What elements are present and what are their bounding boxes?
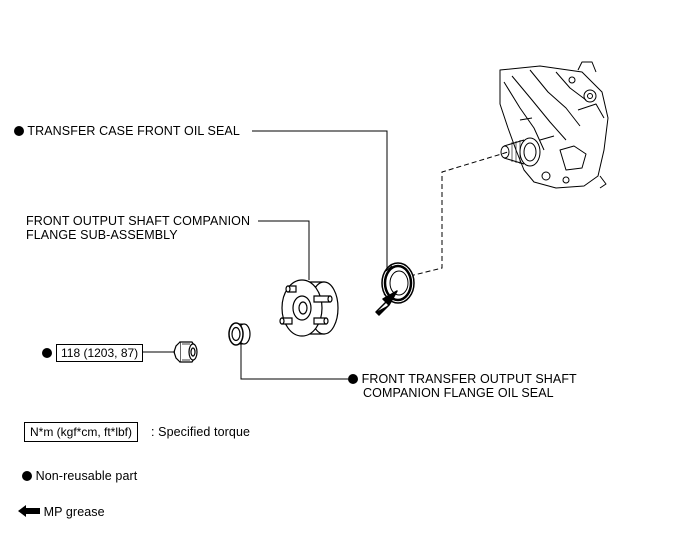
leader-lines bbox=[134, 130, 388, 380]
flange-seal-label: FRONT TRANSFER OUTPUT SHAFT COMPANION FL… bbox=[348, 372, 577, 400]
torque-value-box: 118 (1203, 87) bbox=[56, 344, 144, 362]
legend-non-reusable: Non-reusable part bbox=[22, 469, 137, 483]
transfer-case-housing bbox=[499, 61, 609, 189]
grease-arrow-icon bbox=[18, 505, 40, 517]
legend-torque-unit-box: N*m (kgf*cm, ft*lbf) bbox=[24, 422, 139, 442]
legend-torque-desc: : Specified torque bbox=[151, 425, 251, 439]
flange-seal-label-line2: COMPANION FLANGE OIL SEAL bbox=[363, 386, 554, 400]
non-reusable-dot-icon bbox=[348, 374, 358, 384]
oil-seal-label-text: TRANSFER CASE FRONT OIL SEAL bbox=[27, 124, 240, 138]
flange-label: FRONT OUTPUT SHAFT COMPANION FLANGE SUB-… bbox=[26, 214, 250, 242]
alignment-dashed-line bbox=[409, 151, 509, 277]
companion-flange-oil-seal bbox=[228, 322, 251, 346]
flange-nut bbox=[173, 341, 198, 363]
grease-arrow-icon bbox=[375, 290, 398, 316]
flange-label-line2: FLANGE SUB-ASSEMBLY bbox=[26, 228, 178, 242]
oil-seal-label: TRANSFER CASE FRONT OIL SEAL bbox=[14, 124, 240, 138]
transfer-case-front-oil-seal bbox=[381, 262, 415, 304]
companion-flange bbox=[279, 279, 339, 337]
non-reusable-dot-icon bbox=[14, 126, 24, 136]
non-reusable-dot-icon bbox=[22, 471, 32, 481]
flange-seal-label-line1: FRONT TRANSFER OUTPUT SHAFT bbox=[348, 372, 577, 386]
legend-grease: MP grease bbox=[18, 505, 105, 519]
non-reusable-dot-icon bbox=[42, 348, 52, 358]
flange-label-line1: FRONT OUTPUT SHAFT COMPANION bbox=[26, 214, 251, 228]
